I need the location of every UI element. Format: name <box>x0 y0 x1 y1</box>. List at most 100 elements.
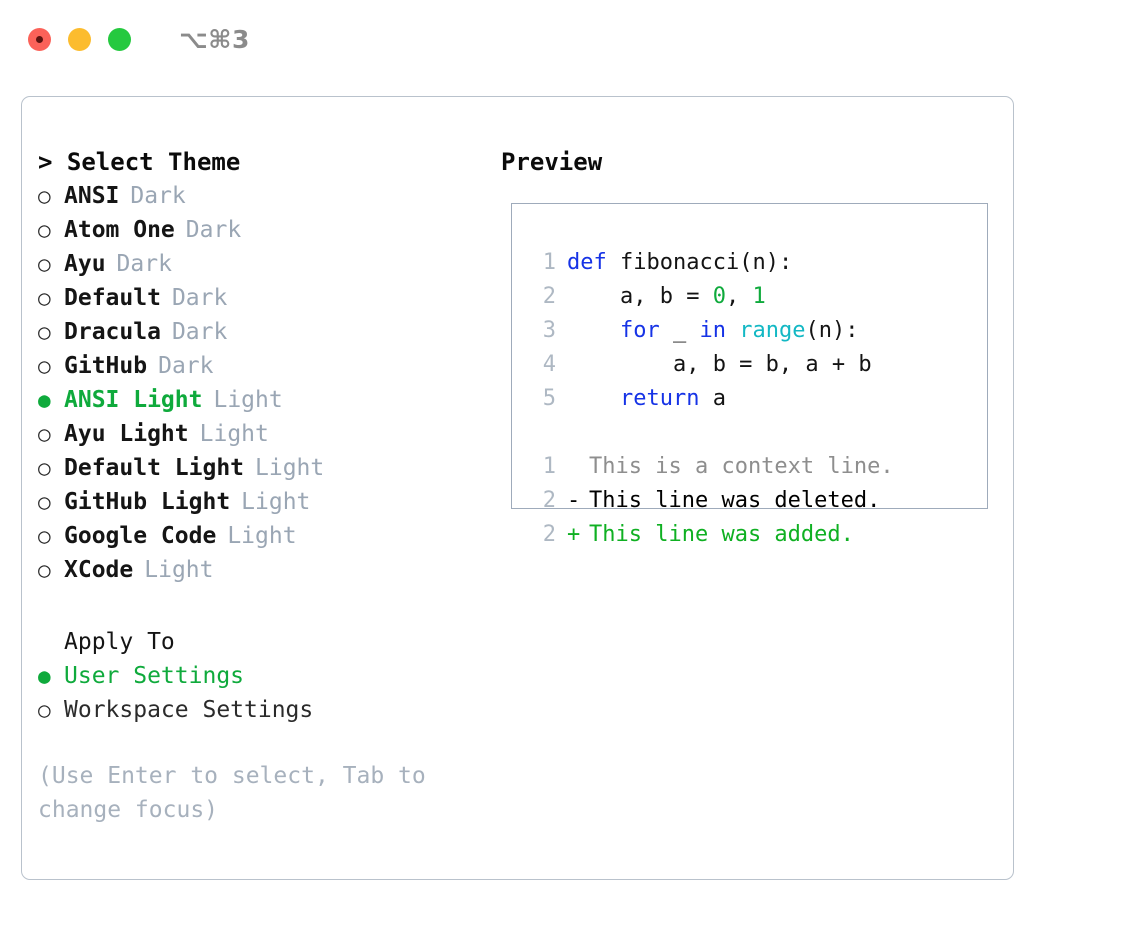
theme-name: Atom One <box>64 217 175 243</box>
theme-kind-badge: Light <box>255 455 325 481</box>
apply-to-heading: Apply To <box>64 629 175 655</box>
radio-unselected-icon: ○ <box>38 698 51 722</box>
theme-list-item[interactable]: ○ Dracula Dark <box>38 315 498 349</box>
code-token-op <box>567 386 620 411</box>
code-token-kw: def <box>567 250 620 275</box>
code-token-op <box>726 318 739 343</box>
radio-unselected-icon: ○ <box>38 286 51 310</box>
apply-to-section: Apply To ● User Settings ○ Workspace Settin… <box>38 625 498 727</box>
theme-kind-badge: Dark <box>171 319 228 345</box>
apply-to-list: ● User Settings ○ Workspace Settings <box>38 659 498 727</box>
radio-unselected-icon: ○ <box>38 456 51 480</box>
apply-to-option[interactable]: ● User Settings <box>38 659 498 693</box>
radio-selected-icon: ● <box>38 664 51 688</box>
code-token-op: (n): <box>739 250 793 275</box>
diff-line-number: 2 <box>542 488 556 513</box>
theme-list-item[interactable]: ○ Default Light Light <box>38 451 498 485</box>
code-line-number: 5 <box>542 386 556 411</box>
theme-name: Default <box>64 285 161 311</box>
diff-sample: 1 This is a context line.2-This line was… <box>530 450 894 552</box>
window-titlebar: ⌥⌘3 <box>0 0 1140 78</box>
code-line-number: 4 <box>542 352 556 377</box>
theme-name: Ayu <box>64 251 106 277</box>
theme-kind-badge: Light <box>213 387 283 413</box>
diff-line-delete: 2-This line was deleted. <box>530 484 894 518</box>
code-token-num: 1 <box>752 284 766 309</box>
diff-marker: + <box>567 522 581 547</box>
apply-to-option-label: Workspace Settings <box>64 697 314 723</box>
preview-column: Preview <box>501 145 1001 179</box>
code-line: 4 a, b = b, a + b <box>530 348 872 382</box>
radio-unselected-icon: ○ <box>38 490 51 514</box>
theme-kind-badge: Dark <box>185 217 242 243</box>
diff-line-text: This is a context line. <box>589 454 894 479</box>
code-token-op: (n): <box>805 318 859 343</box>
code-line-number: 1 <box>542 250 556 275</box>
theme-list-item[interactable]: ○ Default Dark <box>38 281 498 315</box>
theme-kind-badge: Dark <box>116 251 172 277</box>
theme-name: XCode <box>64 557 134 583</box>
radio-unselected-icon: ○ <box>38 218 51 242</box>
radio-unselected-icon: ○ <box>38 422 51 446</box>
diff-marker <box>567 450 589 484</box>
keyboard-hint-text: (Use Enter to select, Tab to change focu… <box>38 763 440 823</box>
diff-line-text: This line was added. <box>589 522 854 547</box>
code-token-id: a <box>699 386 726 411</box>
diff-line-context: 1 This is a context line. <box>530 450 894 484</box>
theme-name: ANSI Light <box>64 387 203 413</box>
code-token-op: , <box>725 284 753 309</box>
radio-unselected-icon: ○ <box>38 320 51 344</box>
code-line-number: 3 <box>542 318 556 343</box>
theme-kind-badge: Dark <box>130 183 186 209</box>
minimize-window-button[interactable] <box>68 27 91 51</box>
theme-name: ANSI <box>64 183 120 209</box>
theme-name: GitHub Light <box>64 489 231 515</box>
close-window-button[interactable] <box>28 27 51 51</box>
code-token-kw: in <box>699 318 726 343</box>
code-line: 1 def fibonacci(n): <box>530 246 872 280</box>
code-token-kw: for <box>619 318 660 343</box>
code-token-kw: return <box>619 386 700 411</box>
select-theme-heading: > Select Theme <box>38 148 241 176</box>
code-line: 2 a, b = 0, 1 <box>530 280 872 314</box>
diff-line-number: 2 <box>542 522 556 547</box>
code-token-id: fibonacci <box>619 250 740 275</box>
theme-kind-badge: Light <box>144 557 214 583</box>
preview-heading: Preview <box>501 148 603 176</box>
traffic-light-group <box>28 27 131 51</box>
code-token-fn: range <box>739 318 806 343</box>
radio-unselected-icon: ○ <box>38 354 51 378</box>
apply-to-option-label: User Settings <box>64 663 245 689</box>
theme-name: GitHub <box>64 353 148 379</box>
radio-unselected-icon: ○ <box>38 524 51 548</box>
code-token-op <box>567 318 620 343</box>
theme-kind-badge: Dark <box>171 285 228 311</box>
diff-line-number: 1 <box>542 454 556 479</box>
theme-name: Default Light <box>64 455 245 481</box>
theme-name: Dracula <box>64 319 161 345</box>
diff-marker: - <box>567 488 581 513</box>
theme-list-item[interactable]: ○ Ayu Dark <box>38 247 498 281</box>
apply-to-option[interactable]: ○ Workspace Settings <box>38 693 498 727</box>
diff-line-add: 2 + This line was added. <box>530 518 894 552</box>
zoom-window-button[interactable] <box>108 27 131 51</box>
code-token-id: a, b = b, a + b <box>567 352 872 377</box>
code-token-id: _ <box>659 318 700 343</box>
code-token-id: a, b = <box>567 284 713 309</box>
radio-unselected-icon: ○ <box>38 252 51 276</box>
theme-kind-badge: Light <box>227 523 297 549</box>
theme-list-item[interactable]: ○ Atom One Dark <box>38 213 498 247</box>
